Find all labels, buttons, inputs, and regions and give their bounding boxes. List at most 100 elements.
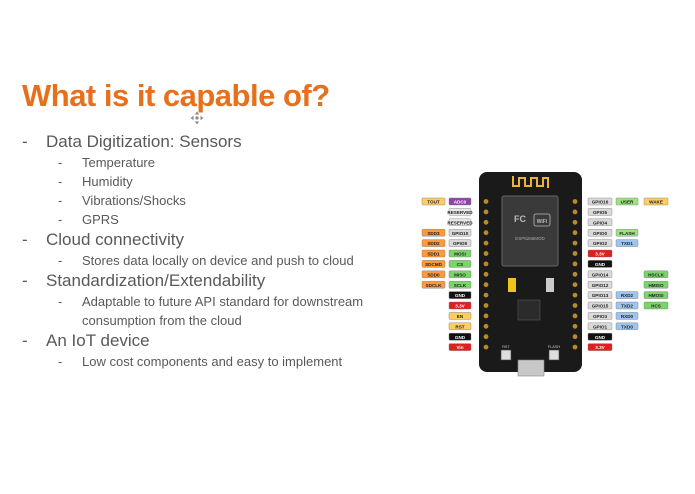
- right-pin-label: GPIO1: [593, 324, 607, 329]
- wifi-logo: WiFi: [537, 219, 548, 225]
- right-pin-label: GPIO5: [593, 210, 607, 215]
- sub-bullet-text: Vibrations/Shocks: [82, 193, 186, 208]
- right-pin-mid-tag: [615, 291, 639, 299]
- sub-bullet-text: Humidity: [82, 174, 133, 189]
- left-pin-tag: [448, 280, 472, 289]
- left-pin-tag: [448, 239, 472, 247]
- bullet-dash: -: [58, 294, 63, 309]
- left-header-pin: [483, 282, 489, 288]
- right-header-pin: [572, 282, 578, 288]
- right-pin-alt-tag: [643, 197, 669, 206]
- right-pin-mid-label: USER: [621, 200, 634, 205]
- right-pin-label: 3.3V: [595, 252, 605, 257]
- left-pin-tag: [448, 312, 472, 320]
- right-header-pin: [572, 344, 578, 350]
- right-pin-tag: [587, 280, 613, 289]
- bullet-dash: -: [22, 331, 28, 350]
- bullet-dash: -: [58, 193, 63, 208]
- left-header-pin: [483, 323, 489, 329]
- right-header-pin: [572, 209, 578, 215]
- sub-bullet-item: -Temperature: [22, 153, 412, 172]
- esp-module-shield: [501, 195, 559, 267]
- right-pin-mid-tag: [615, 228, 639, 237]
- right-header-pin: [572, 240, 578, 246]
- right-pin-alt-label: HSCLK: [648, 272, 665, 277]
- right-header-pin: [572, 334, 578, 340]
- right-pin-mid-tag: [615, 322, 639, 331]
- usb-connector: [517, 359, 545, 377]
- move-handle-icon[interactable]: [190, 111, 204, 125]
- slide-title: What is it capable of?: [22, 78, 330, 113]
- right-pin-tag: [587, 291, 613, 299]
- sub-bullet-item: - Vibrations/Shocks: [22, 191, 412, 210]
- left-pin-alt-tag: [421, 249, 446, 258]
- left-pin-tag: [448, 332, 472, 341]
- right-pin-alt-tag: [643, 280, 669, 289]
- left-header-pin: [483, 199, 489, 204]
- right-pin-alt-label: HCS: [651, 304, 661, 309]
- sub-bullet-text: Adaptable to future API standard for dow…: [82, 294, 364, 328]
- right-pin-tag: [587, 343, 613, 351]
- antenna-trace: [512, 176, 549, 188]
- right-pin-alt-tag: [643, 270, 669, 279]
- right-header-pin: [572, 313, 578, 319]
- left-pin-label: GPIO10: [452, 231, 469, 236]
- left-pin-label: SCLK: [454, 283, 467, 288]
- right-pin-label: GPIO3: [593, 314, 607, 319]
- right-pin-label: GPIO2: [593, 241, 607, 246]
- left-header-pin: [483, 344, 489, 350]
- left-pin-alt-tag: [421, 228, 446, 237]
- led-component: [508, 278, 516, 292]
- left-pin-label: MISO: [454, 272, 466, 277]
- right-pin-mid-label: TXD0: [621, 324, 633, 329]
- left-pin-alt-label: SDCLK: [426, 283, 443, 288]
- sub-bullet-text: Low cost components and easy to implemen…: [82, 354, 343, 369]
- left-pin-label: GND: [455, 293, 466, 298]
- left-pin-alt-tag: [421, 270, 446, 279]
- right-header-pin: [572, 323, 578, 329]
- sub-bullet-item: - Adaptable to future API standard for do…: [22, 292, 412, 330]
- bullet-text: Standardization/Extendability: [46, 271, 266, 290]
- bullet-dash: -: [58, 354, 63, 369]
- right-header-pin: [572, 303, 578, 308]
- left-pin-tag: [448, 291, 472, 299]
- right-pin-alt-label: WAKE: [649, 200, 663, 205]
- bullet-dash: -: [22, 271, 28, 290]
- sub-bullet-item: - GPRS: [22, 210, 412, 229]
- left-pin-alt-label: SDD2: [427, 241, 440, 246]
- rst-button: [500, 349, 512, 361]
- left-header-pin: [483, 292, 489, 298]
- left-header-pin: [483, 240, 489, 246]
- right-pin-label: GPIO15: [592, 304, 609, 309]
- right-pin-tag: [587, 228, 613, 237]
- left-header-pin: [483, 334, 489, 340]
- left-pin-label: GPIO9: [453, 241, 467, 246]
- bullet-dash: -: [58, 212, 63, 227]
- left-pin-alt-tag: [421, 197, 446, 206]
- left-pin-alt-label: SDD0: [427, 272, 440, 277]
- left-pin-tag: [448, 228, 472, 237]
- left-pin-tag: [448, 343, 472, 351]
- left-pin-tag: [448, 208, 472, 216]
- sub-bullet-text: Stores data locally on device and push t…: [82, 253, 354, 268]
- right-pin-alt-tag: [643, 301, 669, 310]
- right-pin-tag: [587, 312, 613, 320]
- left-pin-label: GND: [455, 335, 466, 340]
- bullet-dash: -: [58, 253, 63, 268]
- sub-bullet-item: - Low cost components and easy to impleme…: [22, 352, 412, 371]
- left-pin-tag: [448, 260, 472, 268]
- right-pin-label: GPIO14: [592, 272, 609, 277]
- right-pin-mid-label: TXD2: [621, 304, 633, 309]
- sub-bullet-text: GPRS: [82, 212, 119, 227]
- right-pin-label: GPIO0: [593, 231, 607, 236]
- left-pin-label: EN: [457, 314, 464, 319]
- left-header-pin: [483, 271, 489, 277]
- right-pin-label: GPIO16: [592, 200, 609, 205]
- left-header-pin: [483, 251, 489, 256]
- left-pin-label: RST: [455, 324, 464, 329]
- bullet-item: -An IoT device: [22, 330, 412, 352]
- left-header-pin: [483, 230, 489, 236]
- right-pin-label: 3.3V: [595, 345, 605, 350]
- left-pin-label: RESERVED: [447, 220, 473, 225]
